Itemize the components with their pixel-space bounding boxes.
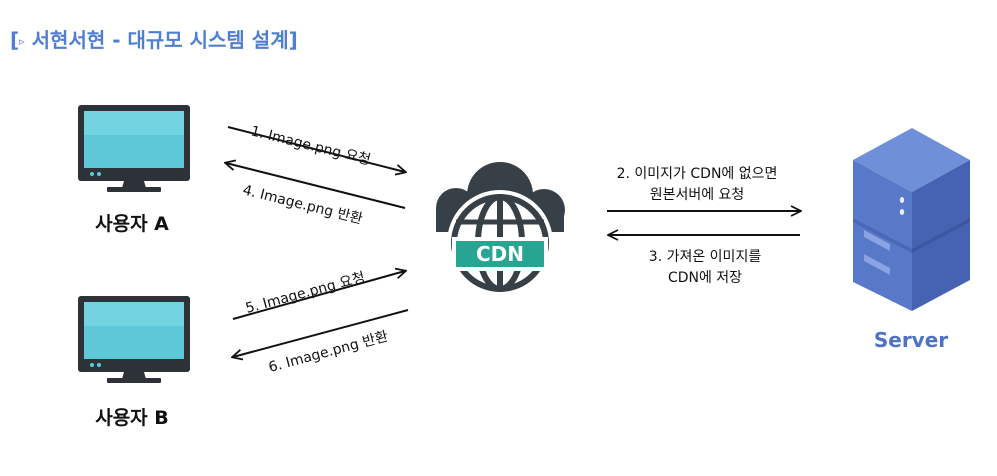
user-b-monitor-icon [78,296,190,383]
edge-label-3-line1: 3. 가져온 이미지를 [649,249,762,265]
edge-label-2-line1: 2. 이미지가 CDN에 없으면 [617,166,778,182]
user-b-label: 사용자 B [95,407,169,429]
server-icon [853,128,970,311]
triangle-icon: ▹ [19,35,25,48]
cdn-label: CDN [476,242,524,266]
open-bracket: [ [10,28,20,52]
arrow-request-b [232,271,405,320]
edge-label-2-line2: 원본서버에 요청 [650,187,745,203]
arrow-return-a [226,163,406,209]
page-title: [▹ 서현서현 - 대규모 시스템 설계] [10,24,298,53]
user-a-label: 사용자 A [95,213,169,235]
user-a-monitor-icon [78,105,190,192]
title-text: 서현서현 - 대규모 시스템 설계 [31,28,289,52]
cdn-cloud-globe-icon [436,162,565,296]
edge-label-5: 5. Image.png 요청 [244,270,367,317]
arrow-request-a [227,126,405,172]
edge-label-4: 4. Image.png 반환 [241,182,364,227]
server-label: Server [874,328,948,352]
close-bracket: ] [288,28,298,52]
edge-label-3-line2: CDN에 저장 [668,270,742,286]
arrow-return-b [233,309,409,357]
edge-label-6: 6. Image.png 반환 [267,329,390,376]
edge-label-1: 1. Image.png 요청 [249,123,372,168]
